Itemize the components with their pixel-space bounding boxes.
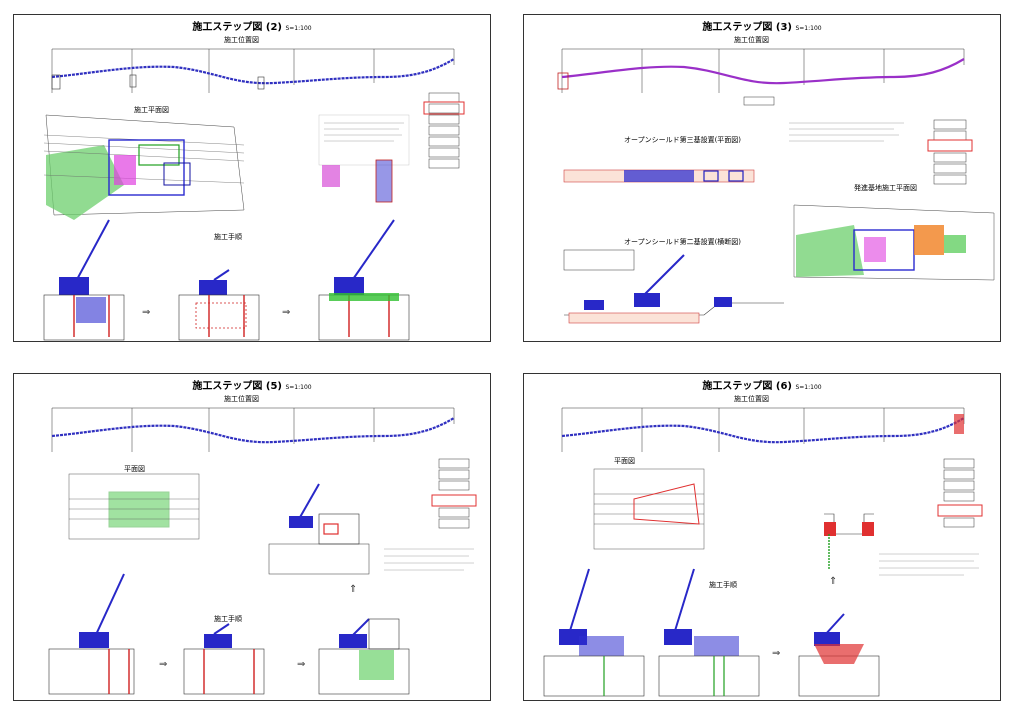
svg-text:⇒: ⇒ <box>297 659 305 670</box>
svg-text:⇒: ⇒ <box>772 648 780 659</box>
plan-section-label: オープンシールド第三基設置(平面図) <box>624 136 742 144</box>
drawing-sheet-step-2: 施工ステップ図 (2) S=1:100 施工位置図 施工平面図 施工手順 <box>13 14 491 342</box>
sheet-title: 施工ステップ図 (6) S=1:100 <box>702 381 822 392</box>
svg-text:⇑: ⇑ <box>349 584 357 595</box>
drawing-sheet-step-5: 施工ステップ図 (5) S=1:100 施工位置図 平面図 施工手順 <box>13 373 491 701</box>
plan-view-label: 施工平面図 <box>134 106 169 114</box>
svg-text:⇒: ⇒ <box>282 307 290 318</box>
drawing-sheet-step-6: 施工ステップ図 (6) S=1:100 施工位置図 平面図 施工手順 ⇑ <box>523 373 1001 701</box>
sheet-title: 施工ステップ図 (2) S=1:100 <box>192 22 312 33</box>
svg-text:⇑: ⇑ <box>829 576 837 587</box>
location-plan-label: 施工位置図 <box>734 36 769 44</box>
procedure-label: 施工手順 <box>214 615 242 623</box>
cross-section-label: オープンシールド第二基設置(横断図) <box>624 238 742 246</box>
drawing-canvas <box>557 48 995 324</box>
procedure-label: 施工手順 <box>214 233 242 241</box>
location-plan-label: 施工位置図 <box>734 395 769 403</box>
sheet-title: 施工ステップ図 (5) S=1:100 <box>192 381 312 392</box>
location-plan-label: 施工位置図 <box>224 36 259 44</box>
drawing-canvas: ⇒ ⇒ <box>43 48 465 341</box>
procedure-label: 施工手順 <box>709 581 737 589</box>
sheet-title: 施工ステップ図 (3) S=1:100 <box>702 22 822 33</box>
location-plan-label: 施工位置図 <box>224 395 259 403</box>
base-plan-label: 発進基地施工平面図 <box>854 184 917 192</box>
drawing-sheet-step-3: 施工ステップ図 (3) S=1:100 施工位置図 オープンシールド第三基設置(… <box>523 14 1001 342</box>
svg-text:⇒: ⇒ <box>142 307 150 318</box>
plan-view-label: 平面図 <box>614 457 635 465</box>
drawing-canvas: ⇑ ⇒ ⇒ <box>48 407 477 695</box>
svg-text:⇒: ⇒ <box>159 659 167 670</box>
plan-view-label: 平面図 <box>124 465 145 473</box>
drawing-canvas: ⇑ ⇒ <box>543 407 983 697</box>
